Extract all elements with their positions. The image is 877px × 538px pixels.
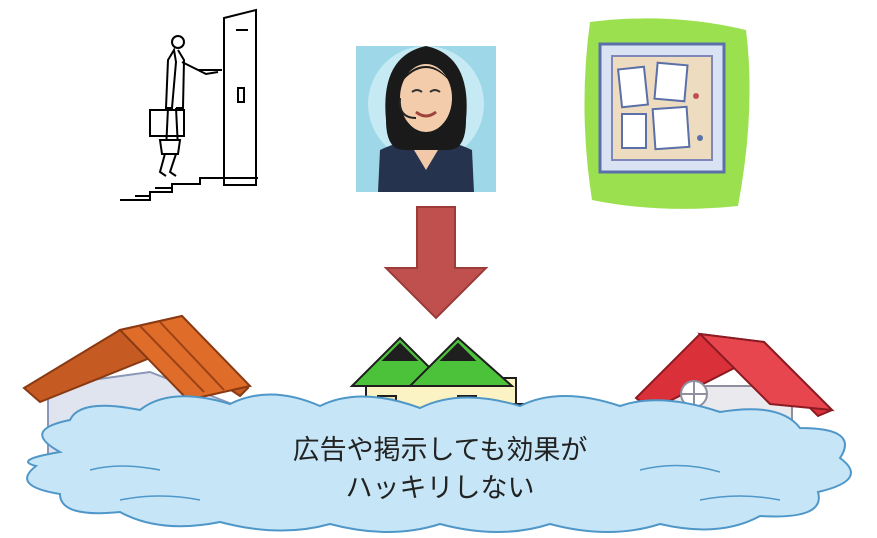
operator-icon bbox=[356, 46, 496, 192]
bulletin-board-icon bbox=[584, 18, 750, 209]
caption-line-2: ハッキリしない bbox=[345, 473, 535, 504]
salesman-door-icon bbox=[120, 8, 258, 201]
caption-line-1: 広告や掲示しても効果が bbox=[292, 435, 588, 466]
cloud-callout bbox=[26, 393, 852, 533]
cloud-caption: 広告や掲示しても効果が ハッキリしない bbox=[180, 432, 700, 508]
down-arrow-icon bbox=[383, 206, 489, 320]
